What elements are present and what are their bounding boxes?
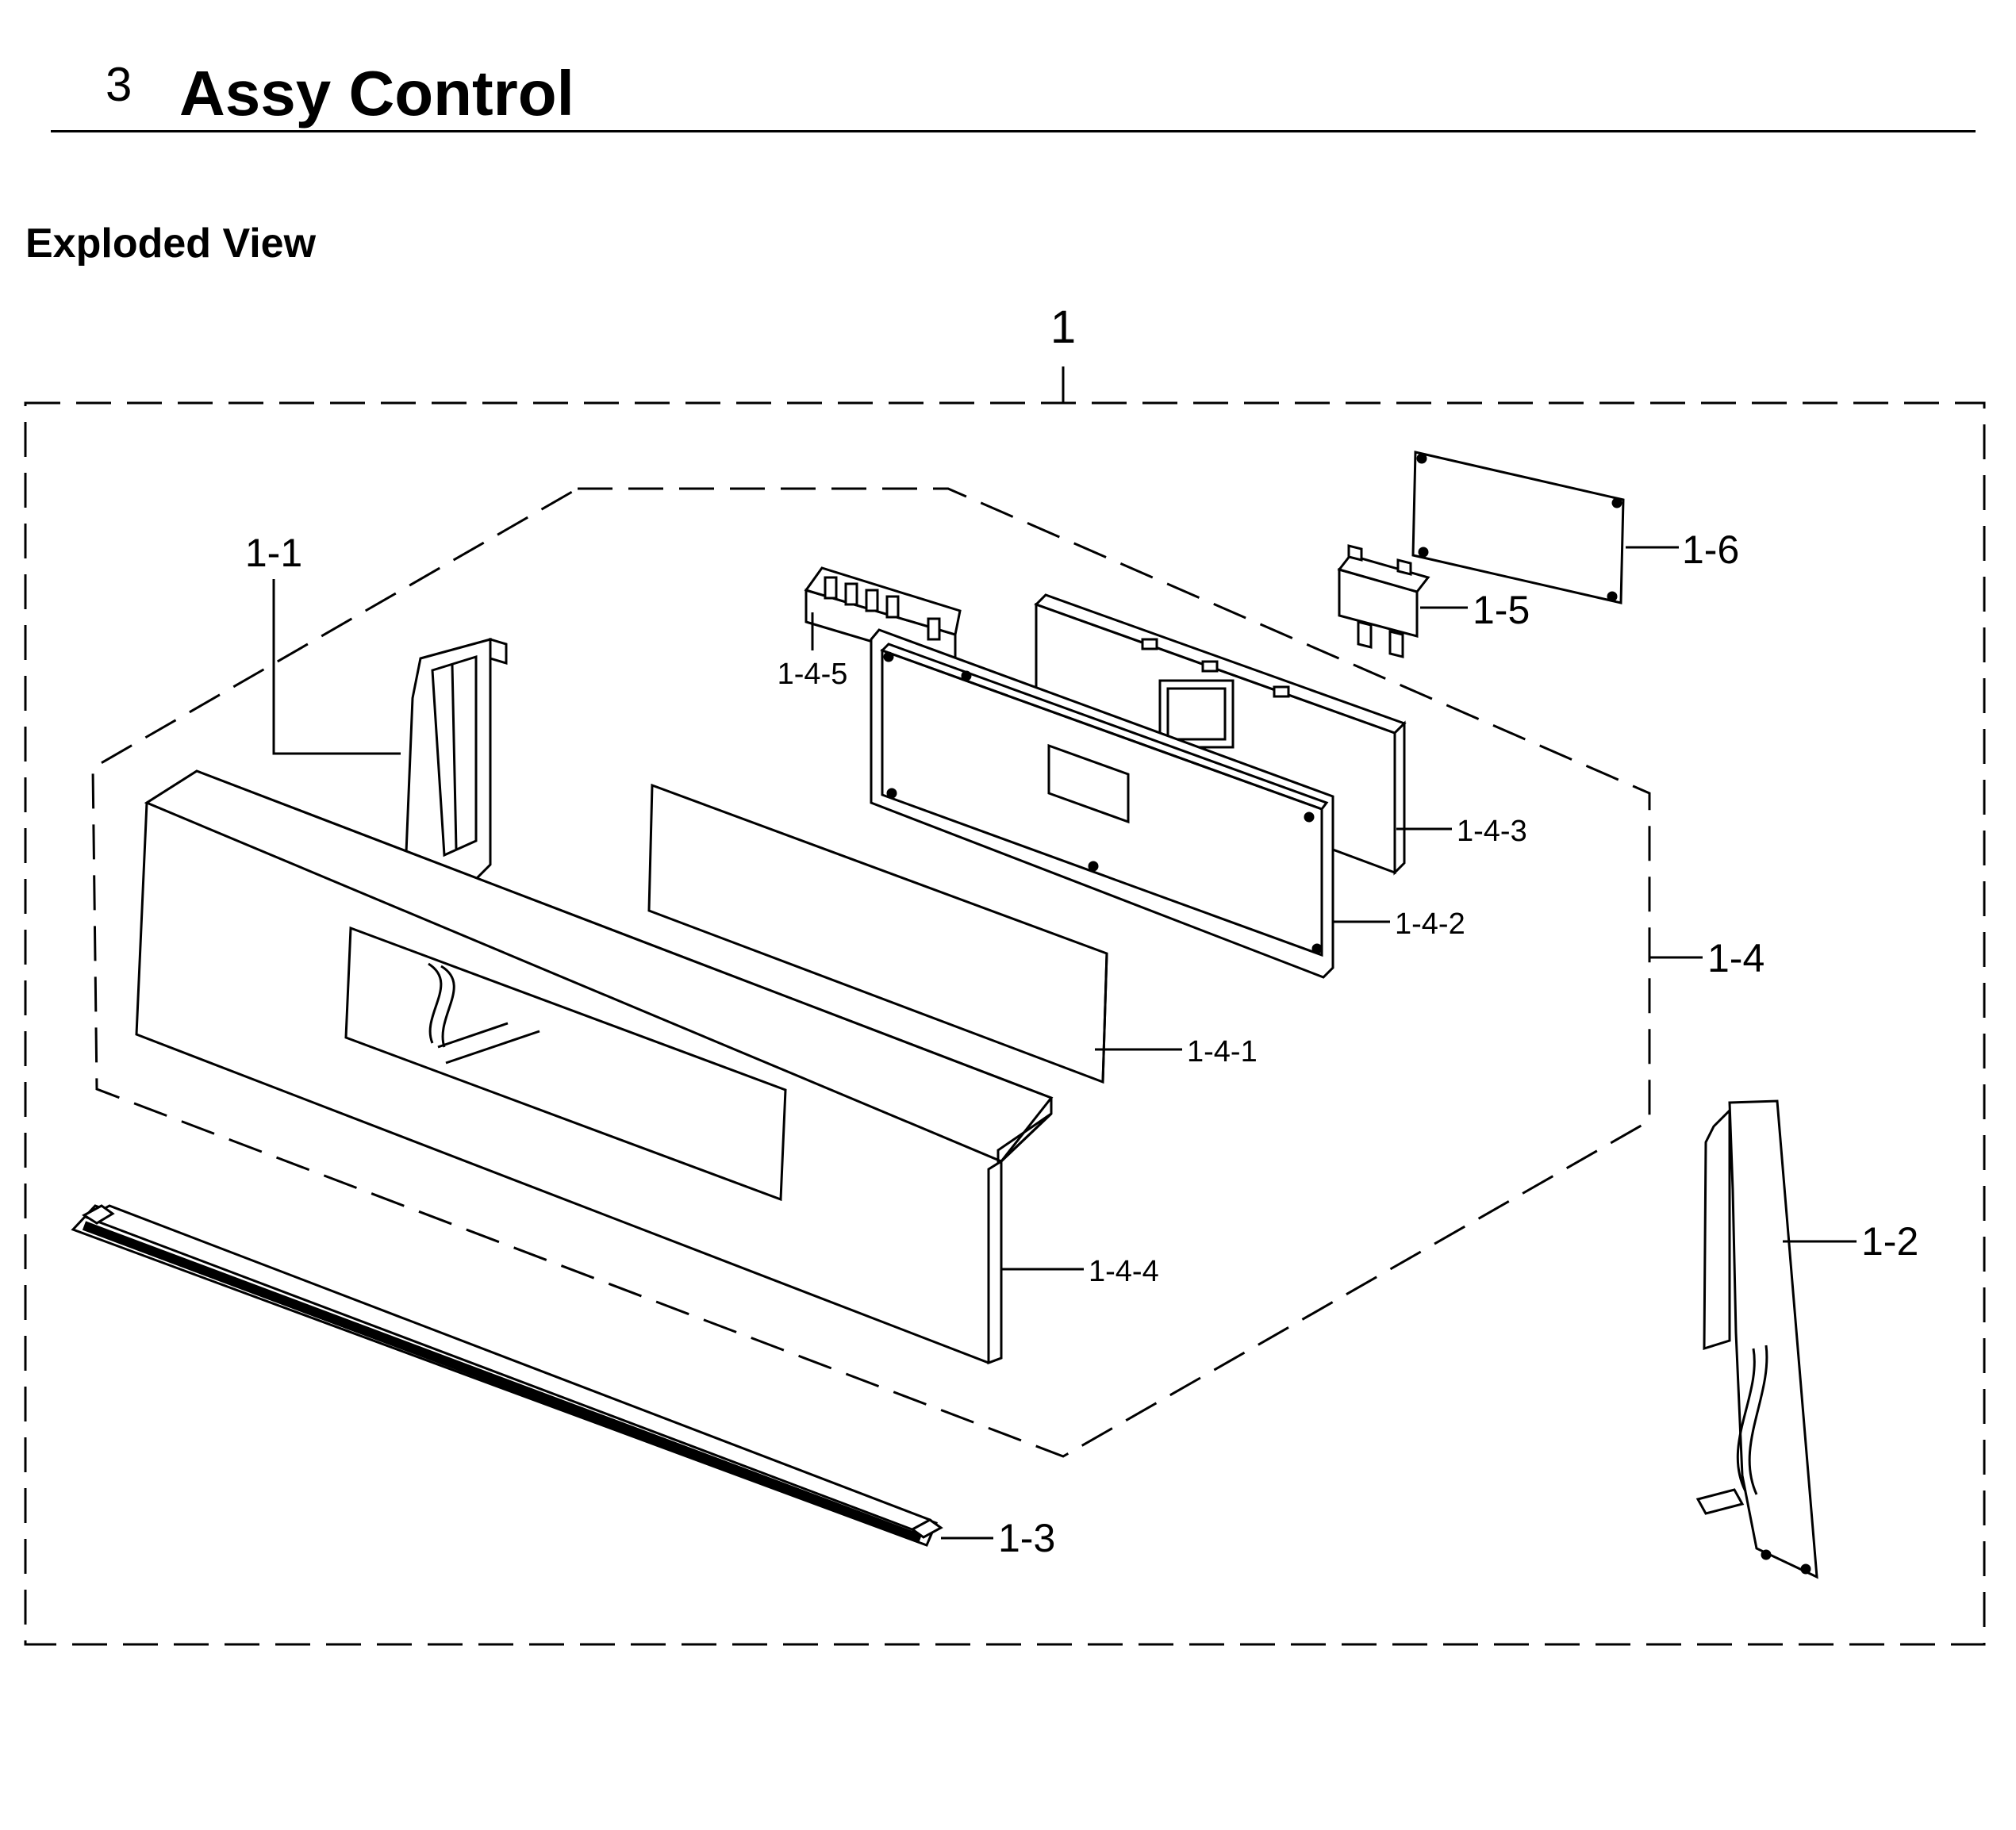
- label-1-4: 1-4: [1707, 936, 1764, 980]
- label-1-4-4: 1-4-4: [1089, 1255, 1159, 1288]
- label-1-2: 1-2: [1861, 1219, 1918, 1264]
- leader-lines: [272, 546, 1857, 1540]
- label-1-6: 1-6: [1682, 528, 1739, 572]
- label-1-3: 1-3: [998, 1516, 1055, 1560]
- section-subtitle: Exploded View: [25, 221, 317, 267]
- label-1-1: 1-1: [245, 531, 302, 575]
- part-1-1-bracket: [405, 637, 508, 887]
- part-1-5-relay: [1337, 544, 1430, 658]
- page-title: Assy Control: [179, 58, 574, 129]
- part-1-2-bracket: [1695, 1099, 1818, 1579]
- label-1-4-2: 1-4-2: [1395, 907, 1465, 941]
- label-assembly-1: 1: [1050, 301, 1076, 353]
- part-1-4-5-connector: [804, 566, 962, 669]
- title-divider: [51, 130, 1976, 132]
- label-1-5: 1-5: [1473, 588, 1530, 632]
- part-1-4-1-window: [647, 783, 1108, 1084]
- subassembly-boundary: [91, 487, 1651, 1458]
- part-1-4-4-panel: [135, 769, 1054, 1365]
- assembly-boundary: [24, 401, 1986, 1646]
- label-1-4-1: 1-4-1: [1187, 1035, 1258, 1068]
- label-1-4-3: 1-4-3: [1457, 815, 1527, 848]
- label-1-4-5: 1-4-5: [778, 658, 848, 691]
- section-number: 3: [106, 58, 132, 111]
- part-1-6-cover: [1411, 451, 1625, 604]
- part-1-4-2-frame: [870, 628, 1334, 979]
- part-1-3-trim: [71, 1204, 943, 1547]
